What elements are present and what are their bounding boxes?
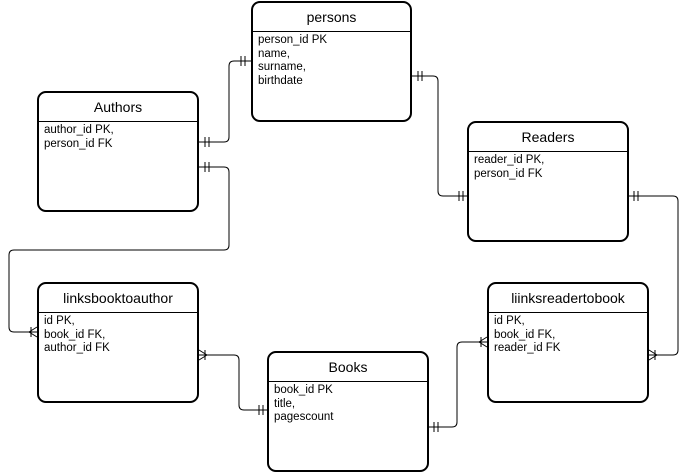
one-marker-authors-link-side <box>204 162 210 172</box>
entity-field: reader_id FK <box>494 342 561 354</box>
many-marker-liinksreadertobook-left <box>478 336 488 348</box>
entity-fields: id PK, book_id FK, reader_id FK <box>489 313 647 358</box>
entity-fields: reader_id PK, person_id FK <box>469 152 627 183</box>
entity-field: name, <box>258 47 290 60</box>
entity-field: surname, <box>258 61 306 73</box>
entity-fields: person_id PK name, surname, birthdate <box>253 32 410 90</box>
entity-field: author_id PK, <box>44 124 114 136</box>
entity-fields: book_id PK title, pagescount <box>269 382 427 427</box>
entity-field: person_id PK <box>258 34 328 46</box>
many-marker-linksbooktoauthor-left <box>28 326 38 338</box>
entity-field: book_id FK, <box>494 328 556 341</box>
entity-title: persons <box>253 3 410 32</box>
entity-persons[interactable]: persons person_id PK name, surname, birt… <box>251 1 412 122</box>
one-marker-readers-link-side <box>633 191 639 201</box>
entity-authors[interactable]: Authors author_id PK, person_id FK <box>37 91 199 212</box>
entity-title: Books <box>269 353 427 382</box>
entity-linksbooktoauthor[interactable]: linksbooktoauthor id PK, book_id FK, aut… <box>37 282 199 403</box>
rel-readers-liinksreadertobook[interactable] <box>629 195 679 356</box>
one-marker-persons-side <box>240 56 246 66</box>
entity-field: pagescount <box>274 411 334 423</box>
entity-fields: author_id PK, person_id FK <box>39 122 197 153</box>
entity-readers[interactable]: Readers reader_id PK, person_id FK <box>467 121 629 242</box>
entity-title: Authors <box>39 93 197 122</box>
entity-field: birthdate <box>258 74 303 87</box>
entity-title: linksbooktoauthor <box>39 284 197 313</box>
entity-fields: id PK, book_id FK, author_id FK <box>39 313 197 358</box>
entity-field: reader_id PK, <box>474 154 545 166</box>
rel-authors-linksbooktoauthor[interactable] <box>8 166 230 333</box>
one-marker-books-right <box>433 422 439 432</box>
one-marker-authors-side <box>204 137 210 147</box>
entity-liinksreadertobook[interactable]: liinksreadertobook id PK, book_id FK, re… <box>487 282 649 403</box>
entity-field: person_id FK <box>44 137 113 150</box>
one-marker-readers-side <box>458 191 464 201</box>
entity-title: Readers <box>469 123 627 152</box>
rel-authors-persons[interactable] <box>199 60 251 143</box>
entity-field: author_id FK <box>44 342 110 354</box>
one-marker-persons-readers-side <box>417 71 423 81</box>
entity-field: person_id FK <box>474 167 543 180</box>
entity-field: book_id FK, <box>44 328 106 341</box>
entity-books[interactable]: Books book_id PK title, pagescount <box>267 351 429 472</box>
entity-field: title, <box>274 397 296 410</box>
entity-field: id PK, <box>44 315 75 327</box>
many-marker-linksbooktoauthor-right <box>198 349 208 361</box>
rel-books-liinksreadertobook[interactable] <box>429 341 487 428</box>
entity-field: book_id PK <box>274 384 333 396</box>
rel-persons-readers[interactable] <box>412 75 467 197</box>
rel-books-linksbooktoauthor[interactable] <box>199 354 267 411</box>
entity-title: liinksreadertobook <box>489 284 647 313</box>
one-marker-books-left <box>258 405 264 415</box>
entity-field: id PK, <box>494 315 525 327</box>
many-marker-liinksreadertobook-right <box>648 349 658 361</box>
